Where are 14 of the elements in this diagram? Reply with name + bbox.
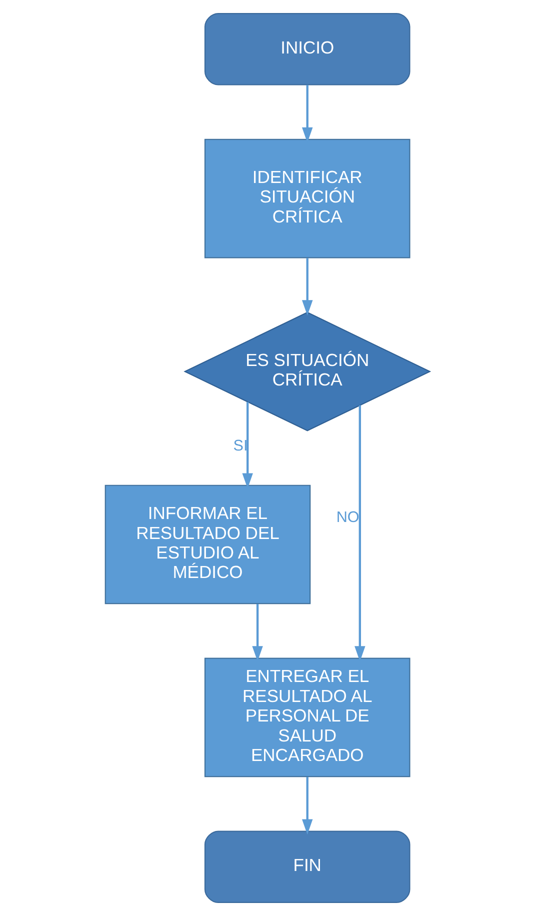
edge-label: SI (233, 437, 248, 454)
node-diamond: ES SITUACIÓN CRÍTICA (184, 312, 432, 432)
arrow (252, 604, 263, 662)
arrow (302, 258, 313, 316)
arrow (242, 402, 253, 489)
node-box: INICIO (204, 12, 410, 86)
arrow (354, 405, 366, 662)
node-box: INFORMAR EL RESULTADO DEL ESTUDIO AL MÉDICO (104, 484, 311, 604)
arrow (302, 84, 313, 143)
node-box: ENTREGAR EL RESULTADO AL PERSONAL DE SALUD ENCARGADO (204, 658, 410, 778)
node-box: IDENTIFICAR SITUACIÓN CRÍTICA (204, 138, 410, 258)
arrow (302, 776, 313, 835)
node-box: FIN (204, 830, 410, 904)
edge-label: NO (336, 509, 360, 526)
